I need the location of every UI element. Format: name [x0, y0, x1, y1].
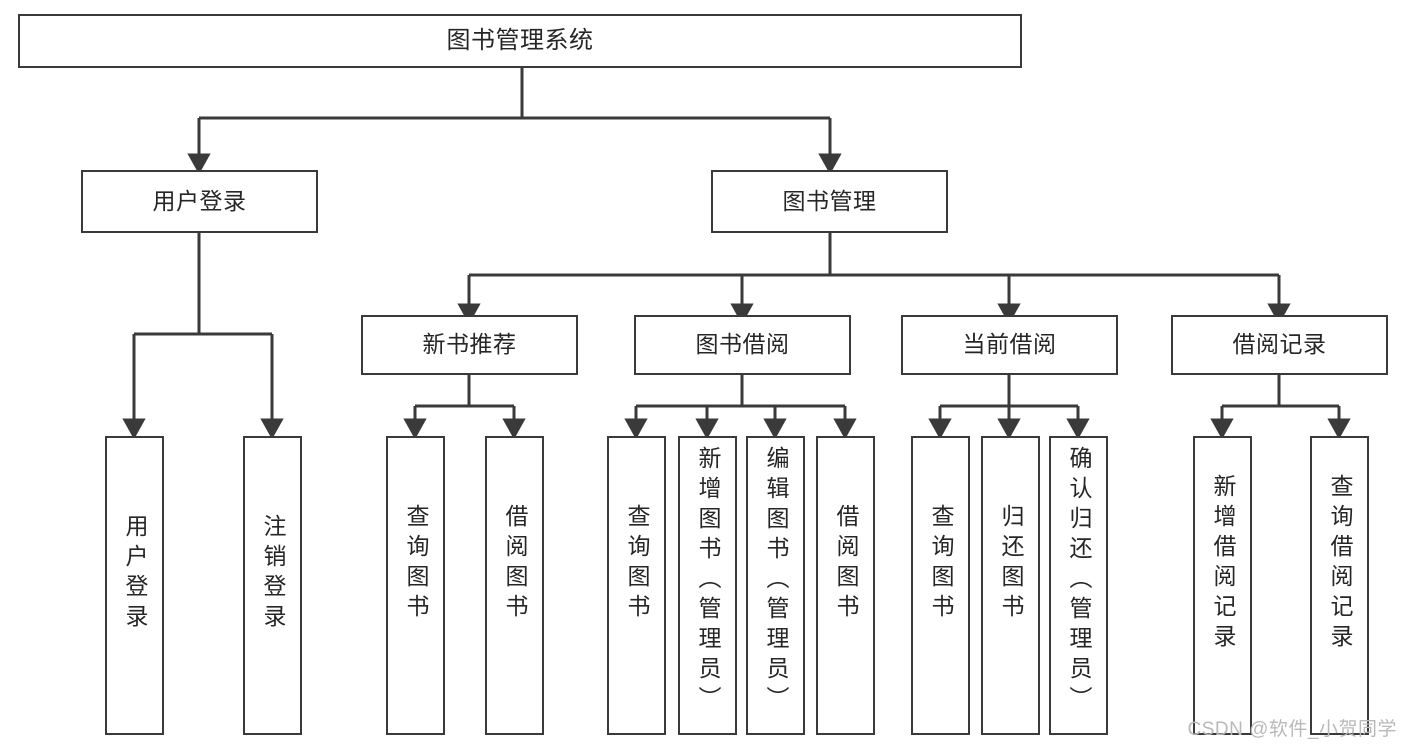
node-leaf-edit-book[interactable]: 编辑图书（管理员）: [746, 436, 805, 735]
node-leaf-confirm-return-label: 确认归还（管理员）: [1066, 446, 1092, 716]
node-root[interactable]: 图书管理系统: [18, 14, 1022, 68]
node-leaf-user-logout[interactable]: 注销登录: [243, 436, 302, 735]
node-root-label: 图书管理系统: [446, 26, 594, 54]
node-leaf-query-book-2[interactable]: 查询图书: [607, 436, 666, 735]
node-leaf-return-book-label: 归还图书: [998, 504, 1024, 624]
node-leaf-user-logout-label: 注销登录: [260, 514, 286, 634]
node-book-manage-label: 图书管理: [782, 187, 877, 214]
node-leaf-return-book[interactable]: 归还图书: [981, 436, 1040, 735]
node-leaf-confirm-return[interactable]: 确认归还（管理员）: [1049, 436, 1108, 735]
node-leaf-borrow-book-2-label: 借阅图书: [833, 504, 859, 624]
node-leaf-add-record[interactable]: 新增借阅记录: [1193, 436, 1252, 735]
node-leaf-query-book-3[interactable]: 查询图书: [911, 436, 970, 735]
node-leaf-edit-book-label: 编辑图书（管理员）: [763, 446, 789, 716]
node-leaf-add-book-label: 新增图书（管理员）: [695, 446, 721, 716]
node-borrow-record-label: 借阅记录: [1232, 331, 1327, 358]
node-leaf-borrow-book-1-label: 借阅图书: [502, 504, 528, 624]
node-leaf-borrow-book-2[interactable]: 借阅图书: [816, 436, 875, 735]
node-leaf-query-record[interactable]: 查询借阅记录: [1310, 436, 1369, 735]
node-leaf-query-book-3-label: 查询图书: [928, 504, 954, 624]
node-borrow-record[interactable]: 借阅记录: [1171, 315, 1388, 375]
node-current-borrow[interactable]: 当前借阅: [901, 315, 1118, 375]
node-new-book-recommend-label: 新书推荐: [422, 331, 517, 358]
node-leaf-query-book-1[interactable]: 查询图书: [386, 436, 445, 735]
node-user-login-label: 用户登录: [152, 187, 247, 214]
node-book-manage[interactable]: 图书管理: [711, 170, 948, 233]
node-leaf-add-book[interactable]: 新增图书（管理员）: [678, 436, 737, 735]
node-book-borrow-label: 图书借阅: [695, 331, 790, 358]
node-leaf-user-login-label: 用户登录: [122, 514, 148, 634]
node-book-borrow[interactable]: 图书借阅: [634, 315, 851, 375]
node-leaf-user-login[interactable]: 用户登录: [105, 436, 164, 735]
node-user-login[interactable]: 用户登录: [81, 170, 318, 233]
node-leaf-query-record-label: 查询借阅记录: [1327, 474, 1353, 654]
node-leaf-query-book-2-label: 查询图书: [624, 504, 650, 624]
node-new-book-recommend[interactable]: 新书推荐: [361, 315, 578, 375]
node-leaf-borrow-book-1[interactable]: 借阅图书: [485, 436, 544, 735]
node-leaf-add-record-label: 新增借阅记录: [1210, 474, 1236, 654]
node-current-borrow-label: 当前借阅: [962, 331, 1057, 358]
node-leaf-query-book-1-label: 查询图书: [403, 504, 429, 624]
